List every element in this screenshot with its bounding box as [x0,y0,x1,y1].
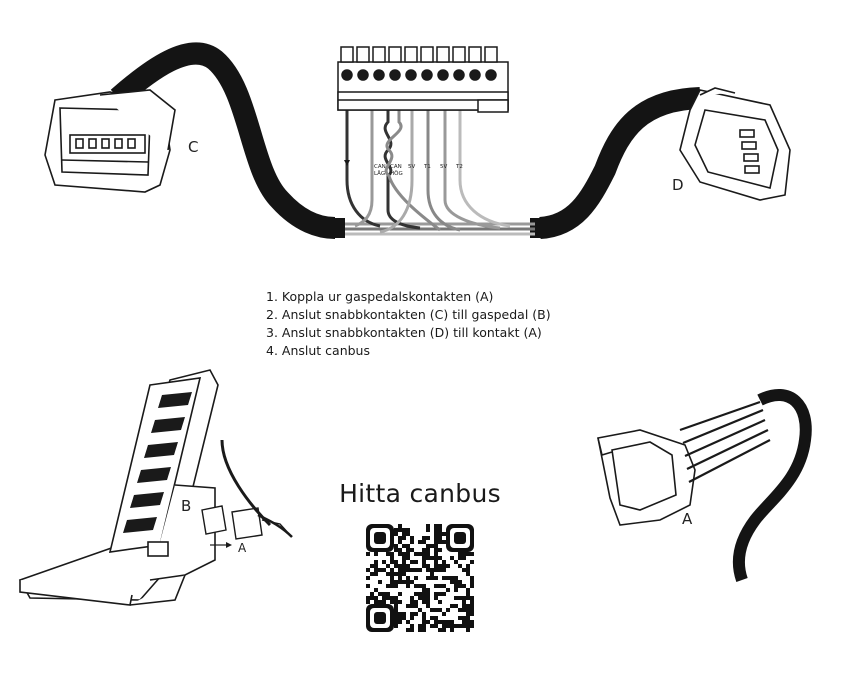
qr-title: Hitta canbus [339,479,501,508]
label-pedal-b: B [181,497,191,515]
instruction-steps: 1. Koppla ur gaspedalskontakten (A) 2. A… [266,288,551,360]
terminal-labels: CAN LÅG CAN HÖG 5V T1 5V T2 [374,164,463,177]
label-can-low-2: LÅG [374,170,385,177]
wire-bundle [345,110,535,236]
step-1: 1. Koppla ur gaspedalskontakten (A) [266,289,494,304]
qr-finder-pattern [366,604,394,632]
step-3: 3. Anslut snabbkontakten (D) till kontak… [266,325,542,340]
step-4: 4. Anslut canbus [266,343,370,358]
step-2: 2. Anslut snabbkontakten (C) till gasped… [266,307,551,322]
qr-finder-pattern [366,524,394,552]
label-t1-5v: 5V [408,164,415,170]
label-t1: T1 [423,164,431,170]
label-connector-a: A [682,510,693,528]
label-t2: T2 [455,164,463,170]
qr-finder-pattern [446,524,474,552]
label-t2-5v: 5V [440,164,447,170]
connector-a [597,429,696,526]
connector-a-wires [679,389,812,582]
terminal-block [337,46,509,113]
ground-arrow-icon [344,160,350,166]
label-arrow-a: A [238,541,247,555]
pedal-plug [201,439,293,540]
arrow-icon [210,542,232,548]
qr-code [366,524,474,632]
label-can-high-2: HÖG [390,170,403,177]
gas-pedal [18,369,219,606]
connector-d [679,87,791,201]
label-connector-d: D [672,176,684,194]
label-can-low-1: CAN [374,164,386,170]
label-can-high-1: CAN [390,164,402,170]
connector-c [44,89,176,193]
label-connector-c: C [188,138,198,156]
harness-cable-left [110,42,345,239]
harness-cable-right [530,87,701,239]
